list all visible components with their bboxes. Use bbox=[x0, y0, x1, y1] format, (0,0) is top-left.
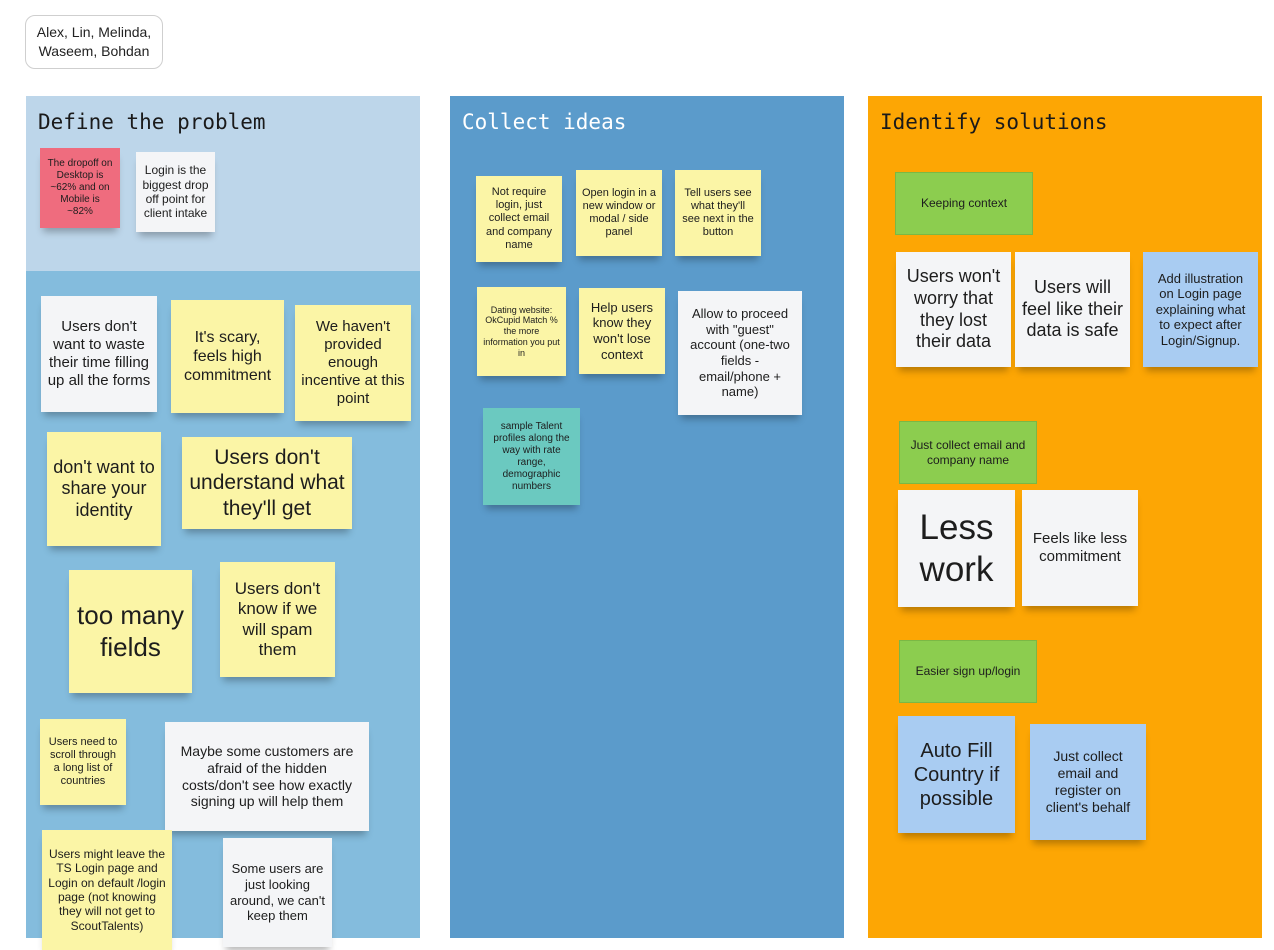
sticky-note[interactable]: Users don't understand what they'll get bbox=[182, 437, 352, 529]
sticky-note[interactable]: We haven't provided enough incentive at … bbox=[295, 305, 411, 421]
sticky-note[interactable]: Users need to scroll through a long list… bbox=[40, 719, 126, 805]
sticky-note[interactable]: Help users know they won't lose context bbox=[579, 288, 665, 374]
sticky-note[interactable]: Feels like less commitment bbox=[1022, 490, 1138, 606]
sticky-note[interactable]: Keeping context bbox=[895, 172, 1033, 235]
sticky-note[interactable]: Just collect email and company name bbox=[899, 421, 1037, 484]
sticky-note[interactable]: Users will feel like their data is safe bbox=[1015, 252, 1130, 367]
sticky-note[interactable]: Less work bbox=[898, 490, 1015, 607]
identify-solutions-title: Identify solutions bbox=[880, 110, 1108, 134]
define-problem-title: Define the problem bbox=[38, 110, 266, 134]
sticky-note[interactable]: Auto Fill Country if possible bbox=[898, 716, 1015, 833]
sticky-note[interactable]: Not require login, just collect email an… bbox=[476, 176, 562, 262]
sticky-note[interactable]: Open login in a new window or modal / si… bbox=[576, 170, 662, 256]
sticky-note[interactable]: The dropoff on Desktop is ~62% and on Mo… bbox=[40, 148, 120, 228]
sticky-note[interactable]: too many fields bbox=[69, 570, 192, 693]
sticky-note[interactable]: Users might leave the TS Login page and … bbox=[42, 830, 172, 950]
sticky-note[interactable]: sample Talent profiles along the way wit… bbox=[483, 408, 580, 505]
sticky-note[interactable]: It's scary, feels high commitment bbox=[171, 300, 284, 413]
sticky-note[interactable]: don't want to share your identity bbox=[47, 432, 161, 546]
sticky-note[interactable]: Users won't worry that they lost their d… bbox=[896, 252, 1011, 367]
sticky-note[interactable]: Dating website: OkCupid Match % the more… bbox=[477, 287, 566, 376]
sticky-note[interactable]: Allow to proceed with "guest" account (o… bbox=[678, 291, 802, 415]
sticky-note[interactable]: Easier sign up/login bbox=[899, 640, 1037, 703]
sticky-note[interactable]: Tell users see what they'll see next in … bbox=[675, 170, 761, 256]
sticky-note[interactable]: Just collect email and register on clien… bbox=[1030, 724, 1146, 840]
collect-ideas-title: Collect ideas bbox=[462, 110, 627, 134]
sticky-note[interactable]: Maybe some customers are afraid of the h… bbox=[165, 722, 369, 831]
sticky-note[interactable]: Users don't know if we will spam them bbox=[220, 562, 335, 677]
sticky-note[interactable]: Add illustration on Login page explainin… bbox=[1143, 252, 1258, 367]
sticky-note[interactable]: Some users are just looking around, we c… bbox=[223, 838, 332, 947]
sticky-note[interactable]: Users don't want to waste their time fil… bbox=[41, 296, 157, 412]
sticky-note[interactable]: Login is the biggest drop off point for … bbox=[136, 152, 215, 232]
participants-card[interactable]: Alex, Lin, Melinda, Waseem, Bohdan bbox=[25, 15, 163, 69]
